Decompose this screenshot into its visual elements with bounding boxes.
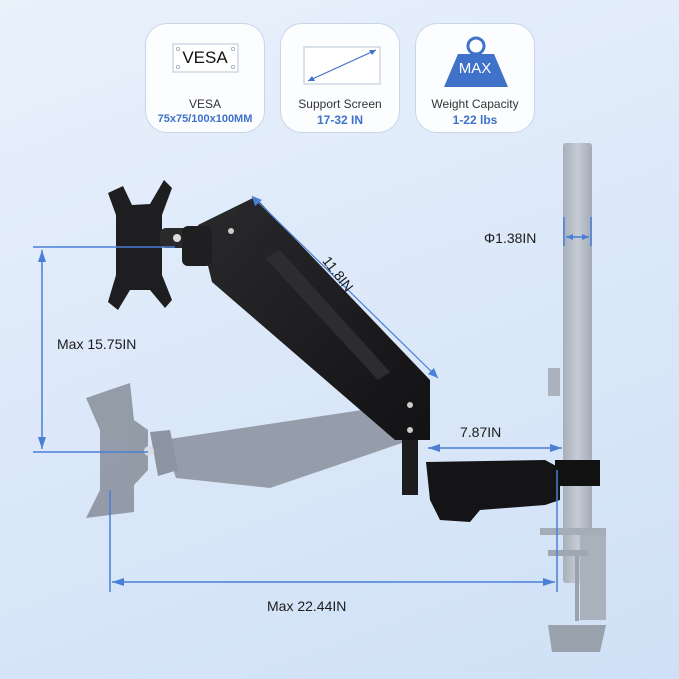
upper-arm bbox=[198, 197, 430, 440]
vesa-icon-text: VESA bbox=[182, 48, 228, 67]
card-value: 75x75/100x100MM bbox=[157, 113, 253, 125]
pole-diameter-label: Φ1.38IN bbox=[484, 230, 537, 246]
forearm-length-label: 7.87IN bbox=[460, 424, 502, 440]
weight-icon bbox=[444, 36, 508, 87]
weight-icon-text: MAX bbox=[458, 60, 492, 77]
card-label: Support Screen bbox=[298, 97, 382, 111]
card-label: VESA bbox=[188, 97, 221, 111]
vesa-plate-icon bbox=[172, 43, 239, 73]
feature-card-screen-size: Support Screen 17-32 IN bbox=[280, 23, 400, 133]
forearm bbox=[402, 440, 600, 522]
card-value: 17-32 IN bbox=[316, 113, 364, 127]
card-value: 1-22 lbs bbox=[452, 113, 498, 127]
card-label: Weight Capacity bbox=[431, 97, 519, 111]
vertical-range-label: Max 15.75IN bbox=[57, 336, 137, 352]
vesa-plate-upper bbox=[108, 180, 212, 310]
pole bbox=[540, 143, 606, 652]
feature-card-vesa: VESA VESA 75x75/100x100MM bbox=[145, 23, 265, 133]
max-extension-label: Max 22.44IN bbox=[267, 598, 347, 614]
lower-position-ghost bbox=[86, 383, 405, 518]
screen-diagonal-icon bbox=[303, 46, 381, 85]
dimension-lines bbox=[33, 195, 592, 592]
feature-card-weight: MAX Weight Capacity 1-22 lbs bbox=[415, 23, 535, 133]
